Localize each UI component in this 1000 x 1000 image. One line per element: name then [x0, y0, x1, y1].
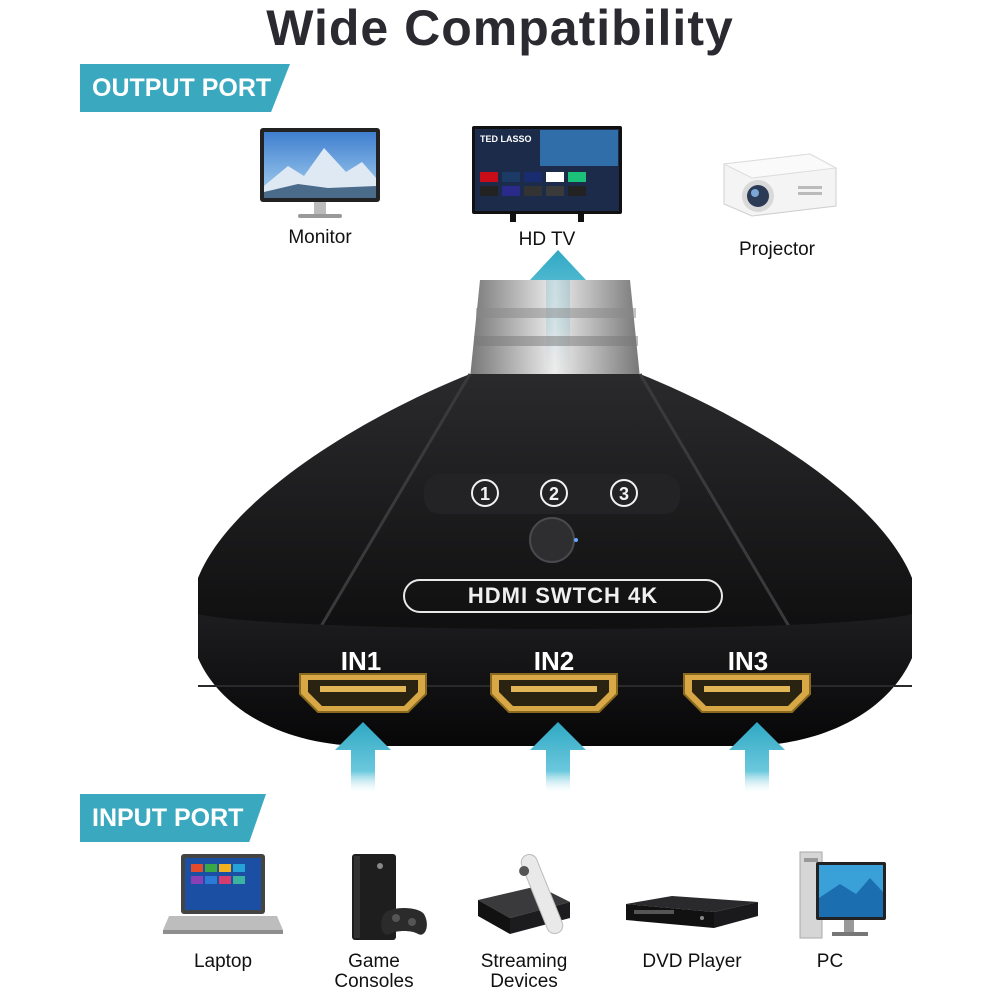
hdmi-port-in2[interactable]	[487, 670, 621, 716]
switch-model-label: HDMI SWTCH 4K	[403, 579, 723, 613]
input-arrow-3-icon	[729, 722, 785, 792]
output-device-monitor: Monitor	[240, 126, 400, 248]
input-device-label: Game Consoles	[334, 951, 414, 992]
hdmi-port-in1[interactable]	[296, 670, 430, 716]
input-device-label: Streaming Devices	[480, 951, 568, 992]
port-in3-label: IN3	[727, 646, 769, 676]
pc-icon	[799, 851, 886, 939]
projector-icon	[722, 153, 838, 217]
streaming-device-icon	[478, 853, 570, 935]
port-in1-label: IN1	[340, 646, 382, 676]
output-port-label: OUTPUT PORT	[80, 64, 290, 112]
led-3-indicator: 3	[610, 479, 638, 507]
page-title: Wide Compatibility	[266, 0, 734, 56]
input-device-label: Laptop	[193, 951, 253, 972]
hdmi-port-in3[interactable]	[680, 670, 814, 716]
switch-select-button[interactable]	[530, 518, 574, 562]
input-device-laptop: Laptop	[143, 850, 303, 972]
input-device-pc: PC	[750, 848, 910, 972]
monitor-icon	[260, 128, 380, 218]
led-2-indicator: 2	[540, 479, 568, 507]
input-device-label: PC	[816, 951, 844, 972]
dvd-player-icon	[626, 896, 758, 928]
led-1-indicator: 1	[471, 479, 499, 507]
output-device-projector: Projector	[697, 142, 857, 260]
input-device-game-console: Game Consoles	[294, 850, 454, 992]
input-device-dvd: DVD Player	[612, 850, 772, 972]
tv-show-title: TED LASSO	[480, 134, 532, 144]
tv-icon: TED LASSO	[472, 126, 622, 222]
input-device-streaming: Streaming Devices	[444, 850, 604, 992]
laptop-icon	[163, 854, 283, 934]
game-console-icon	[352, 854, 427, 940]
port-in2-label: IN2	[533, 646, 575, 676]
input-arrow-2-icon	[530, 722, 586, 792]
output-device-tv: TED LASSO HD TV	[467, 124, 627, 250]
output-device-label: Projector	[738, 239, 816, 260]
output-device-label: HD TV	[518, 229, 576, 250]
input-port-label: INPUT PORT	[80, 794, 266, 842]
output-device-label: Monitor	[288, 227, 352, 248]
input-device-label: DVD Player	[642, 951, 742, 972]
input-arrow-1-icon	[335, 722, 391, 792]
